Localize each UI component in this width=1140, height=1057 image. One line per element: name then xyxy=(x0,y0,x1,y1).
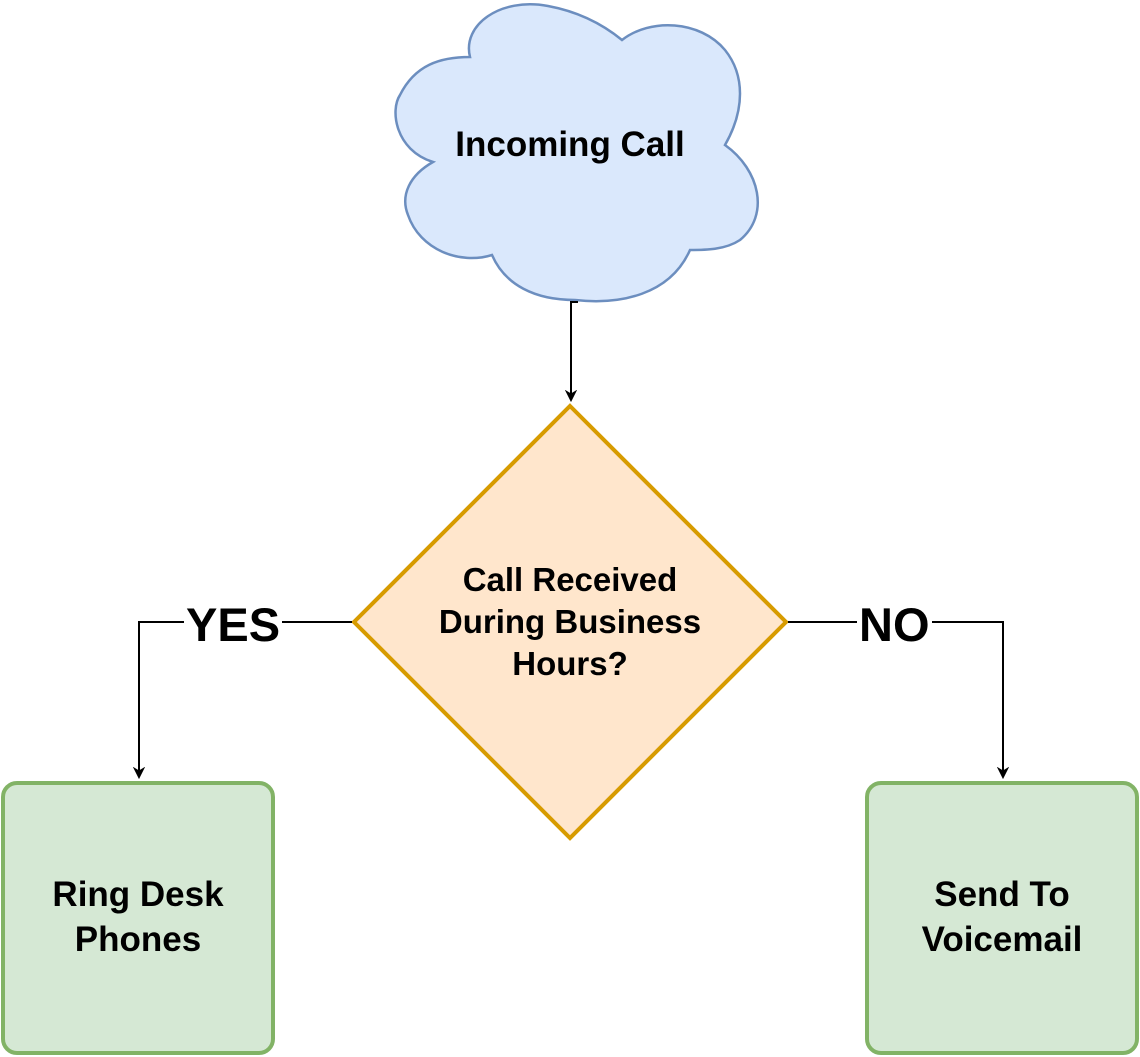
process-box-ring-desk-phones[interactable] xyxy=(1,781,275,1055)
edge-label-no: NO xyxy=(857,598,932,651)
label-send-to-voicemail: Send To Voicemail xyxy=(921,875,1083,959)
edge-start-to-decision xyxy=(571,301,578,400)
edge-label-yes: YES xyxy=(184,598,283,651)
label-incoming-call: Incoming Call xyxy=(455,124,685,164)
process-box-send-to-voicemail[interactable] xyxy=(865,781,1139,1055)
label-ring-desk-phones: Ring Desk Phones xyxy=(52,875,224,959)
label-decision: Call Received During Business Hours? xyxy=(438,560,702,683)
decision-diamond[interactable] xyxy=(351,403,789,841)
cloud-shape-incoming-call[interactable] xyxy=(394,3,759,303)
